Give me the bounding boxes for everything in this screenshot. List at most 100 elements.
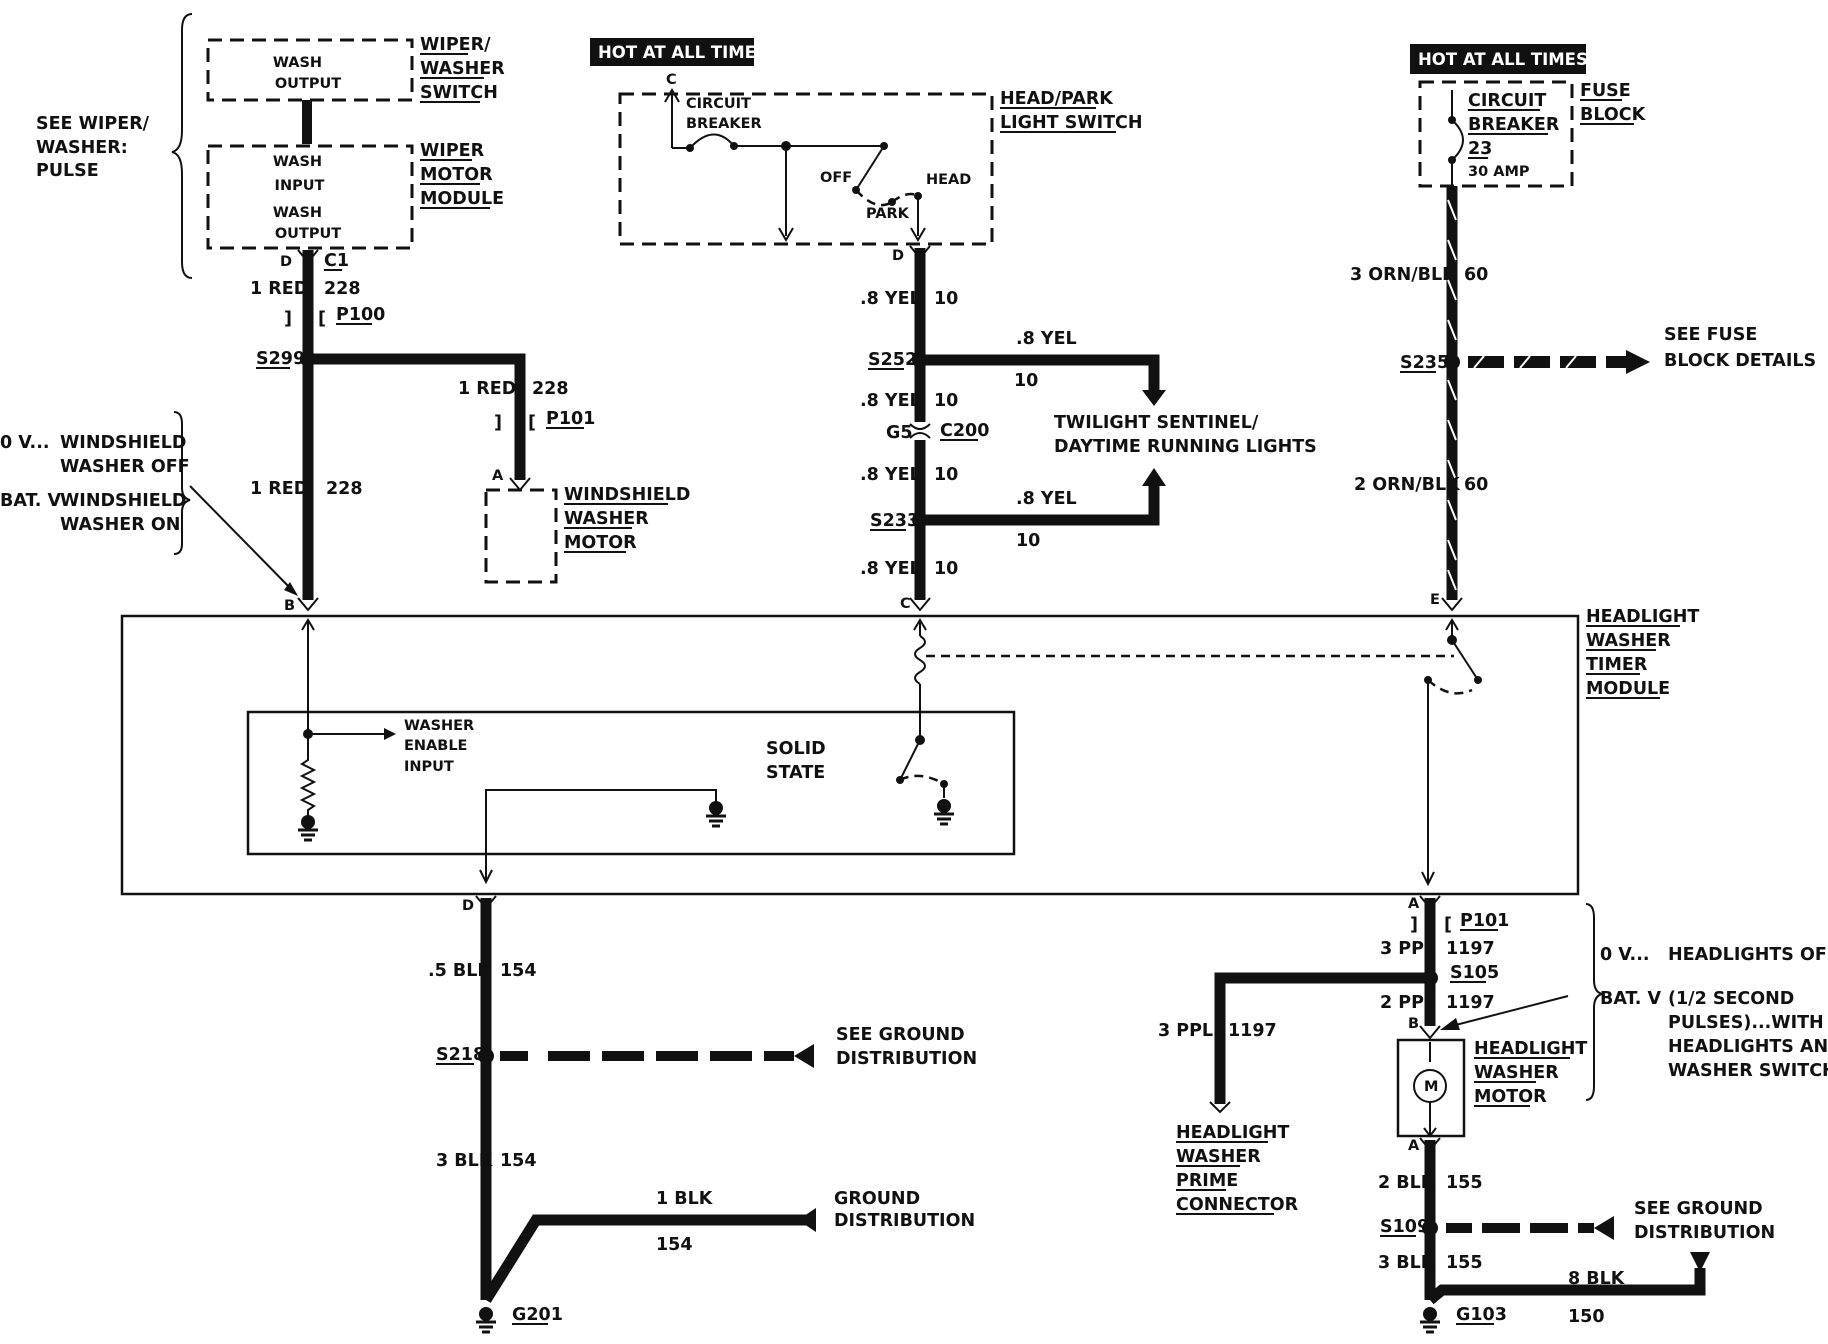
ground-branch-circuit: 154 bbox=[656, 1235, 693, 1255]
pin-e-label: E bbox=[1430, 592, 1440, 608]
volt-off-text: WINDSHIELD WASHER OFF bbox=[60, 433, 192, 477]
hw-branch-gauge: 3 PPL bbox=[1158, 1021, 1213, 1041]
motor-symbol-label: M bbox=[1424, 1079, 1438, 1095]
wire1-circuit: 228 bbox=[324, 279, 361, 299]
hw-volt-on-text: (1/2 SECOND PULSES)...WITH HEADLIGHTS AN… bbox=[1668, 989, 1828, 1081]
see-ground-label-1: SEE GROUND DISTRIBUTION bbox=[836, 1025, 977, 1069]
pin-d-bottom: D bbox=[462, 898, 474, 914]
wiper-washer-switch-name: WIPER/ WASHER SWITCH bbox=[420, 35, 511, 103]
splice-s109-dot bbox=[1422, 1220, 1438, 1236]
wire-a-gauge: .8 YEL bbox=[860, 289, 921, 309]
hw-wire-d-circuit: 155 bbox=[1446, 1253, 1483, 1273]
fuse-block-section: HOT AT ALL TIMES CIRCUIT BREAKER 23 30 A… bbox=[1350, 44, 1816, 612]
hot-at-all-times-badge-1 bbox=[590, 38, 754, 66]
wire-a-circuit: 10 bbox=[934, 289, 958, 309]
hw-wire-a-gauge: 3 PPL bbox=[1380, 939, 1435, 959]
switch-head-label: HEAD bbox=[926, 172, 971, 188]
head-park-switch-box bbox=[618, 92, 994, 246]
wire1-gauge: 1 RED bbox=[250, 279, 308, 299]
hw-volt-on-value: BAT. V bbox=[1600, 989, 1662, 1009]
wire-b-gauge: .8 YEL bbox=[860, 391, 921, 411]
hw-wire-c-circuit: 155 bbox=[1446, 1173, 1483, 1193]
hot-at-all-times-badge-2 bbox=[1410, 44, 1586, 74]
volt-on-text: WINDSHIELD WASHER ON bbox=[60, 491, 192, 535]
hw-wire-a-circuit: 1197 bbox=[1446, 939, 1495, 959]
fuse-block-box bbox=[1418, 80, 1574, 188]
windshield-washer-motor-box bbox=[484, 488, 558, 584]
connector-p101: P101 bbox=[546, 409, 595, 429]
fuse-wire-a-circuit: 60 bbox=[1464, 265, 1488, 285]
volt-off-value: 0 V... bbox=[0, 433, 50, 453]
p101-bracket-right: [ bbox=[528, 413, 536, 433]
wire-branch-washer-motor bbox=[308, 353, 526, 480]
wire2-gauge: 1 RED bbox=[250, 479, 308, 499]
connector-p100: P100 bbox=[336, 305, 385, 325]
hw-branch-circuit: 1197 bbox=[1228, 1021, 1277, 1041]
branch2-circuit: 10 bbox=[1016, 531, 1040, 551]
hw-volt-off-text: HEADLIGHTS OFF bbox=[1668, 945, 1828, 965]
hw-wire-c-gauge: 2 BLK bbox=[1378, 1173, 1436, 1193]
splice-s235-label: S235 bbox=[1400, 353, 1449, 373]
connector-bracket-right: [ bbox=[318, 309, 326, 329]
splice-s299-label: S299 bbox=[256, 349, 305, 369]
headlight-washer-section: A ] [ P101 3 PPL 1197 S105 3 PPL 1197 HE… bbox=[1158, 895, 1828, 1334]
hw-volt-off-value: 0 V... bbox=[1600, 945, 1650, 965]
see-ground-dashed-line bbox=[500, 1044, 814, 1068]
head-park-section: HOT AT ALL TIMES C CIRCUIT BREAKER OFF H… bbox=[590, 38, 1317, 612]
pin-b-hw: B bbox=[1408, 1016, 1419, 1032]
switch-park-label: PARK bbox=[866, 206, 910, 222]
bracket-wiper bbox=[171, 13, 193, 279]
hw-wire-b-circuit: 1197 bbox=[1446, 993, 1495, 1013]
wire-d-gauge: .8 YEL bbox=[860, 559, 921, 579]
solid-state-box bbox=[246, 710, 1016, 856]
p101-bracket-left: ] bbox=[494, 413, 502, 433]
wiper-motor-module-name: WIPER MOTOR MODULE bbox=[420, 141, 504, 209]
pin-d-label: D bbox=[280, 254, 292, 270]
branch-circuit: 228 bbox=[532, 379, 569, 399]
pin-a-label: A bbox=[492, 468, 504, 484]
see-wiper-label: SEE WIPER/ WASHER: PULSE bbox=[36, 114, 155, 181]
see-ground-label-2: SEE GROUND DISTRIBUTION bbox=[1634, 1199, 1775, 1243]
splice-s252-label: S252 bbox=[868, 350, 917, 370]
wiper-washer-section: SEE WIPER/ WASHER: PULSE WASH OUTPUT WIP… bbox=[0, 13, 696, 614]
connector-c1-label: C1 bbox=[324, 251, 349, 271]
see-fuse-label: SEE FUSE BLOCK DETAILS bbox=[1664, 325, 1816, 371]
fuse-block-name: FUSE BLOCK bbox=[1580, 81, 1647, 125]
splice-s218-label: S218 bbox=[436, 1045, 485, 1065]
ground-g103-label: G103 bbox=[1456, 1305, 1507, 1325]
prime-connector-label: HEADLIGHT WASHER PRIME CONNECTOR bbox=[1176, 1123, 1299, 1215]
wire-branch-s233 bbox=[920, 484, 1160, 526]
twilight-sentinel-label: TWILIGHT SENTINEL/ DAYTIME RUNNING LIGHT… bbox=[1054, 413, 1317, 457]
hw-wire-b-gauge: 2 PPL bbox=[1380, 993, 1435, 1013]
head-park-switch-name: HEAD/PARK LIGHT SWITCH bbox=[1000, 89, 1143, 133]
branch1-gauge: .8 YEL bbox=[1016, 329, 1077, 349]
ground-wire-a-gauge: .5 BLK bbox=[428, 961, 492, 981]
hw-wire-e-gauge: 8 BLK bbox=[1568, 1269, 1626, 1289]
fuse-wire-a-gauge: 3 ORN/BLK bbox=[1350, 265, 1457, 285]
timer-module-name: HEADLIGHT WASHER TIMER MODULE bbox=[1586, 607, 1705, 699]
hw-connector-p101: P101 bbox=[1460, 911, 1509, 931]
hw-see-ground-dashed-line bbox=[1446, 1216, 1614, 1240]
splice-s218-dot bbox=[478, 1048, 494, 1064]
hw-wire-e-circuit: 150 bbox=[1568, 1307, 1605, 1327]
windshield-washer-motor-name: WINDSHIELD WASHER MOTOR bbox=[564, 485, 696, 553]
branch-gauge: 1 RED bbox=[458, 379, 516, 399]
g5-label: G5 bbox=[886, 423, 913, 443]
hot-label-1: HOT AT ALL TIMES bbox=[598, 43, 768, 62]
ground-wire-b-gauge: 3 BLK bbox=[436, 1151, 494, 1171]
ground-g201-label: G201 bbox=[512, 1305, 563, 1325]
wire-1blk-154 bbox=[481, 1214, 806, 1303]
pin-d-mid: D bbox=[892, 248, 904, 264]
splice-s235-dot bbox=[1444, 354, 1460, 370]
volt-on-value: BAT. V bbox=[0, 491, 62, 511]
wire-8blk-150 bbox=[1426, 1268, 1706, 1305]
washer-enable-label: WASHER ENABLE INPUT bbox=[404, 718, 479, 775]
ground-wire-a-circuit: 154 bbox=[500, 961, 537, 981]
bracket-voltage bbox=[173, 411, 191, 555]
ground-section: D .5 BLK 154 S218 SEE GROUND DISTRIBUTIO… bbox=[428, 895, 977, 1334]
headlight-washer-timer-module: HEADLIGHT WASHER TIMER MODULE SOLID STAT… bbox=[120, 607, 1705, 896]
ground-distribution-label: GROUND DISTRIBUTION bbox=[834, 1189, 975, 1231]
connector-c200: C200 bbox=[940, 421, 989, 441]
headlight-washer-motor-name: HEADLIGHT WASHER MOTOR bbox=[1474, 1039, 1593, 1107]
pin-b-label: B bbox=[284, 598, 295, 614]
